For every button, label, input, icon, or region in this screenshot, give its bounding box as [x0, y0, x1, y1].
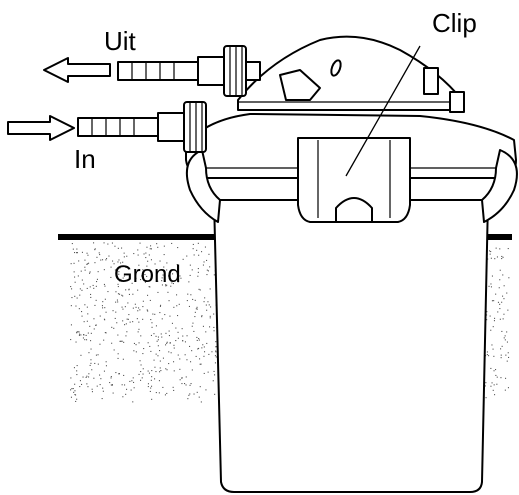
- arrow-left-icon: [43, 57, 111, 83]
- outlet-label: Uit: [104, 26, 137, 56]
- arrow-right-icon: [7, 115, 75, 141]
- ground-label: Grond: [114, 261, 181, 288]
- filter-container-body: [213, 199, 489, 493]
- clip-label: Clip: [432, 8, 477, 38]
- dome-knob: [330, 59, 342, 77]
- inlet-fitting: [77, 101, 207, 153]
- clip-leader-line: [345, 45, 421, 177]
- left-handle: [186, 149, 221, 223]
- outlet-fitting: [117, 45, 261, 97]
- clip: [297, 137, 411, 223]
- inlet-label: In: [74, 144, 96, 174]
- right-handle: [481, 149, 518, 223]
